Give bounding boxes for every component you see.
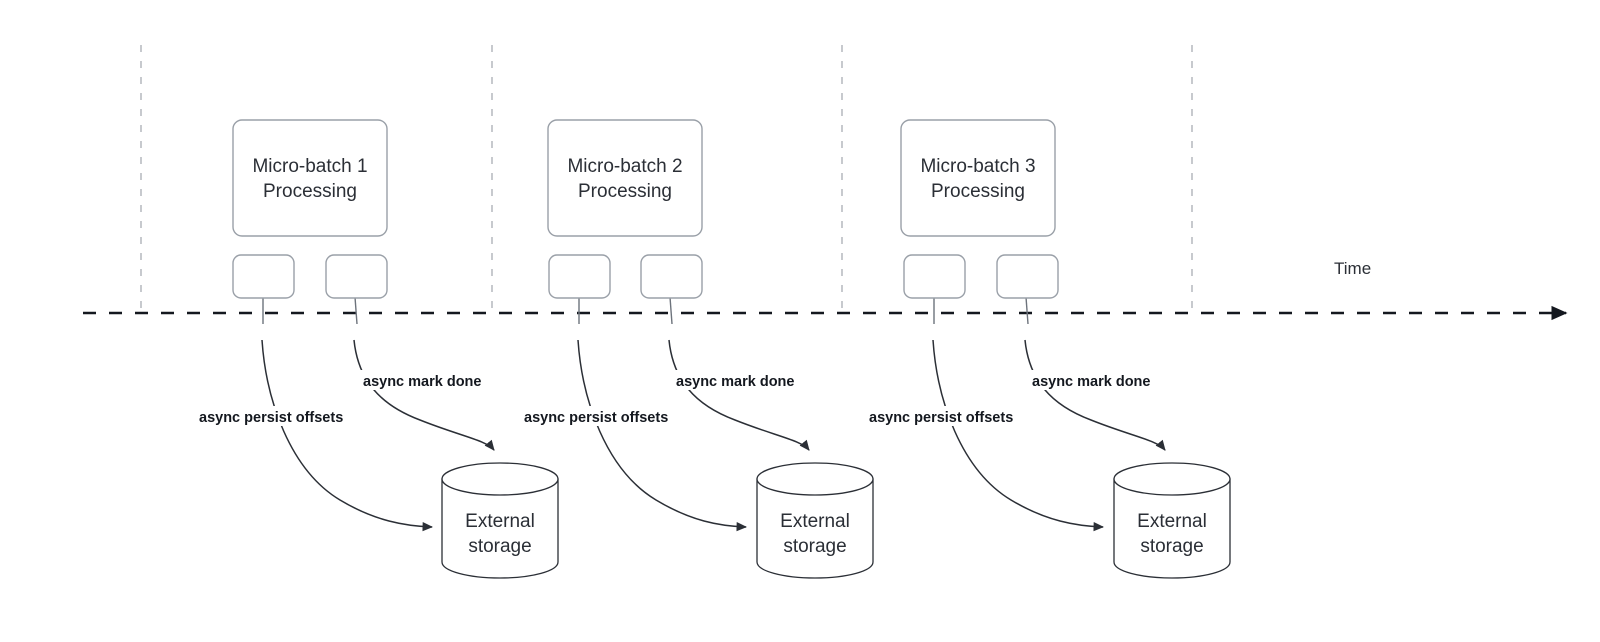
external-storage-3-top [1113, 462, 1231, 496]
persist-offsets-arrow-3 [932, 339, 1105, 532]
task-box-3b[interactable] [996, 254, 1059, 299]
external-storage-2-title: External [780, 511, 850, 532]
micro-batch-2-box-shape[interactable] [547, 119, 703, 237]
external-storage-2-body[interactable] [756, 478, 874, 579]
external-storage-3[interactable]: External storage [1113, 462, 1231, 579]
persist-offsets-label-3: async persist offsets [869, 410, 1013, 426]
external-storage-1-top [441, 462, 559, 496]
persist-offsets-arrow-2 [577, 339, 748, 532]
task-box-2b[interactable] [640, 254, 703, 299]
persist-offsets-arrow-1 [261, 339, 434, 532]
period-separators [140, 45, 1193, 313]
timeline-axis: Time [83, 259, 1568, 321]
mark-done-label-1: async mark done [363, 374, 481, 390]
persist-offsets-label-2: async persist offsets [524, 410, 668, 426]
persist-offsets-label-1: async persist offsets [199, 410, 343, 426]
external-storage-1-title: External [465, 511, 535, 532]
task-stem-3b [1025, 296, 1029, 325]
micro-batch-1-title: Micro-batch 1 [252, 156, 367, 177]
task-box-1b[interactable] [325, 254, 388, 299]
external-storage-2-subtitle: storage [783, 536, 846, 557]
micro-batch-1-box-shape[interactable] [232, 119, 388, 237]
external-storage-3-subtitle: storage [1140, 536, 1203, 557]
external-storage-3-title: External [1137, 511, 1207, 532]
task-box-2a[interactable] [548, 254, 611, 299]
micro-batch-group-2: Micro-batch 2 Processing async persist o… [521, 119, 874, 579]
mark-done-label-bg-3 [1029, 370, 1172, 390]
mark-done-arrow-3 [1024, 339, 1166, 451]
task-box-3a[interactable] [903, 254, 966, 299]
micro-batch-3-box[interactable]: Micro-batch 3 Processing [900, 119, 1056, 237]
mark-done-label-3: async mark done [1032, 374, 1150, 390]
external-storage-3-body[interactable] [1113, 478, 1231, 579]
task-stem-1b [354, 296, 358, 325]
persist-offsets-label-bg-2 [521, 406, 701, 426]
micro-batch-1-subtitle: Processing [263, 181, 357, 202]
external-storage-1[interactable]: External storage [441, 462, 559, 579]
micro-batch-2-title: Micro-batch 2 [567, 156, 682, 177]
mark-done-label-2: async mark done [676, 374, 794, 390]
micro-batch-3-subtitle: Processing [931, 181, 1025, 202]
external-storage-1-body[interactable] [441, 478, 559, 579]
persist-offsets-label-bg-3 [866, 406, 1046, 426]
mark-done-arrow-2 [668, 339, 810, 451]
task-stem-2b [669, 296, 673, 325]
micro-batch-2-subtitle: Processing [578, 181, 672, 202]
external-storage-2[interactable]: External storage [756, 462, 874, 579]
task-box-1a[interactable] [232, 254, 295, 299]
mark-done-label-bg-2 [673, 370, 816, 390]
micro-batch-2-box[interactable]: Micro-batch 2 Processing [547, 119, 703, 237]
mark-done-arrow-1 [353, 339, 495, 451]
time-axis-label: Time [1334, 259, 1371, 278]
persist-offsets-label-bg-1 [196, 406, 376, 426]
micro-batch-3-box-shape[interactable] [900, 119, 1056, 237]
micro-batch-group-3: Micro-batch 3 Processing async persist o… [866, 119, 1231, 579]
mark-done-label-bg-1 [360, 370, 503, 390]
external-storage-1-subtitle: storage [468, 536, 531, 557]
micro-batch-group-1: Micro-batch 1 Processing async persist o… [196, 119, 559, 579]
external-storage-2-top [756, 462, 874, 496]
micro-batch-3-title: Micro-batch 3 [920, 156, 1035, 177]
micro-batch-1-box[interactable]: Micro-batch 1 Processing [232, 119, 388, 237]
